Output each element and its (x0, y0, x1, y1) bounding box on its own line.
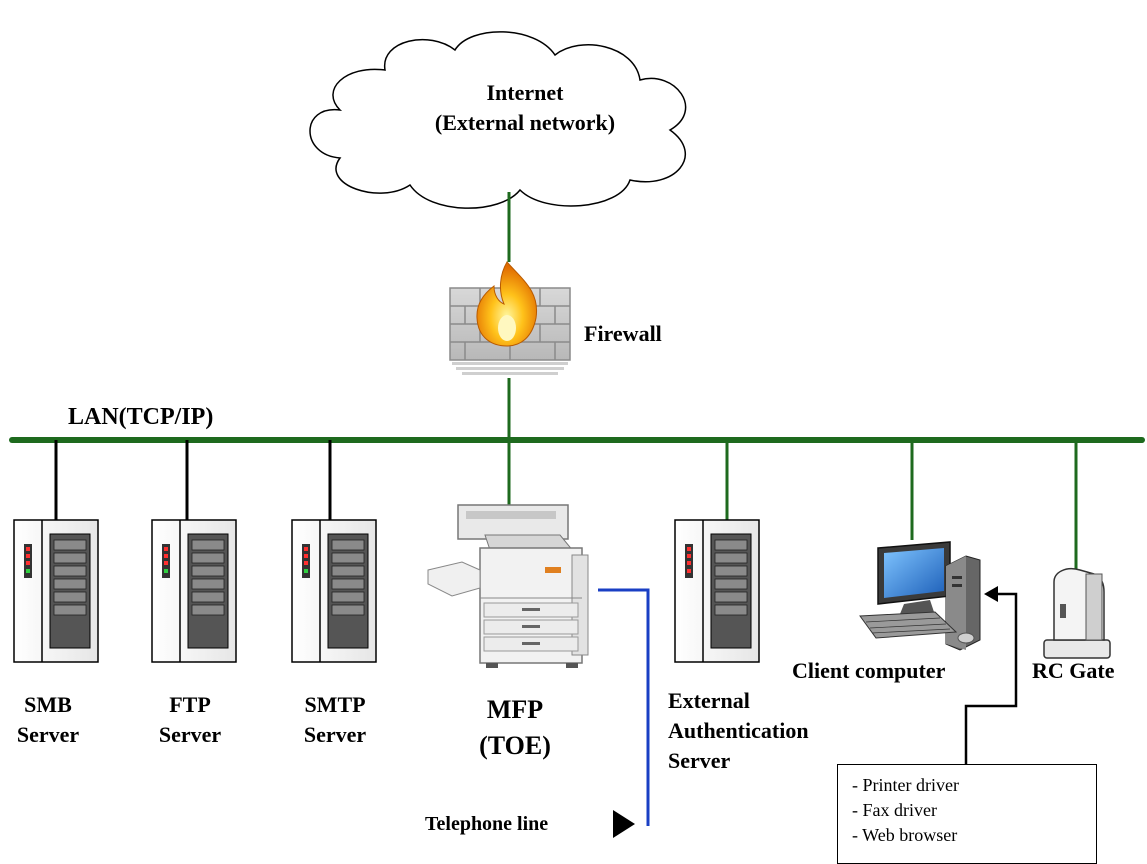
rc-gate-label: RC Gate (1032, 658, 1115, 683)
software-connector-line (964, 592, 1018, 764)
client-software-box: - Printer driver - Fax driver - Web brow… (837, 764, 1097, 864)
mfp-copier-icon (427, 504, 589, 668)
software-item-fax-driver: - Fax driver (852, 800, 937, 820)
auth-server-icon (674, 519, 760, 663)
client-computer-icon (859, 541, 981, 651)
auth-server-label-line1: External (668, 688, 750, 713)
auth-server-label: External Authentication Server (668, 686, 809, 776)
rc-gate-icon (1043, 568, 1111, 659)
smtp-server-label-line2: Server (303, 722, 367, 747)
ftp-server-icon (151, 519, 237, 663)
firewall-icon (449, 261, 571, 375)
firewall-label: Firewall (584, 321, 662, 346)
mfp-label: MFP (TOE) (460, 692, 570, 764)
smtp-server-label: SMTP Server (290, 690, 380, 750)
client-computer-label: Client computer (792, 658, 946, 683)
internet-label-line1: Internet (486, 80, 564, 105)
smtp-server-icon (291, 519, 377, 663)
mfp-label-line1: MFP (486, 695, 544, 724)
smb-server-icon (13, 519, 99, 663)
auth-server-label-line3: Server (668, 748, 731, 773)
internet-label-line2: (External network) (434, 110, 616, 135)
ftp-server-label: FTP Server (150, 690, 230, 750)
software-item-printer-driver: - Printer driver (852, 775, 959, 795)
internet-cloud-icon (309, 31, 687, 209)
mfp-label-line2: (TOE) (479, 731, 551, 760)
auth-server-label-line2: Authentication (668, 718, 809, 743)
ftp-server-label-line1: FTP (169, 692, 211, 717)
arrow-left-icon (984, 586, 998, 602)
smtp-server-label-line1: SMTP (304, 692, 366, 717)
telephone-line (598, 588, 650, 826)
telephone-line-label: Telephone line (425, 813, 549, 835)
triangle-right-icon (613, 810, 635, 838)
smb-server-label: SMB Server (8, 690, 88, 750)
smb-server-label-line1: SMB (24, 692, 72, 717)
software-item-web-browser: - Web browser (852, 825, 958, 845)
internet-label: Internet (External network) (370, 78, 680, 138)
lan-label: LAN(TCP/IP) (68, 404, 214, 430)
ftp-server-label-line2: Server (158, 722, 222, 747)
smb-server-label-line2: Server (16, 722, 80, 747)
